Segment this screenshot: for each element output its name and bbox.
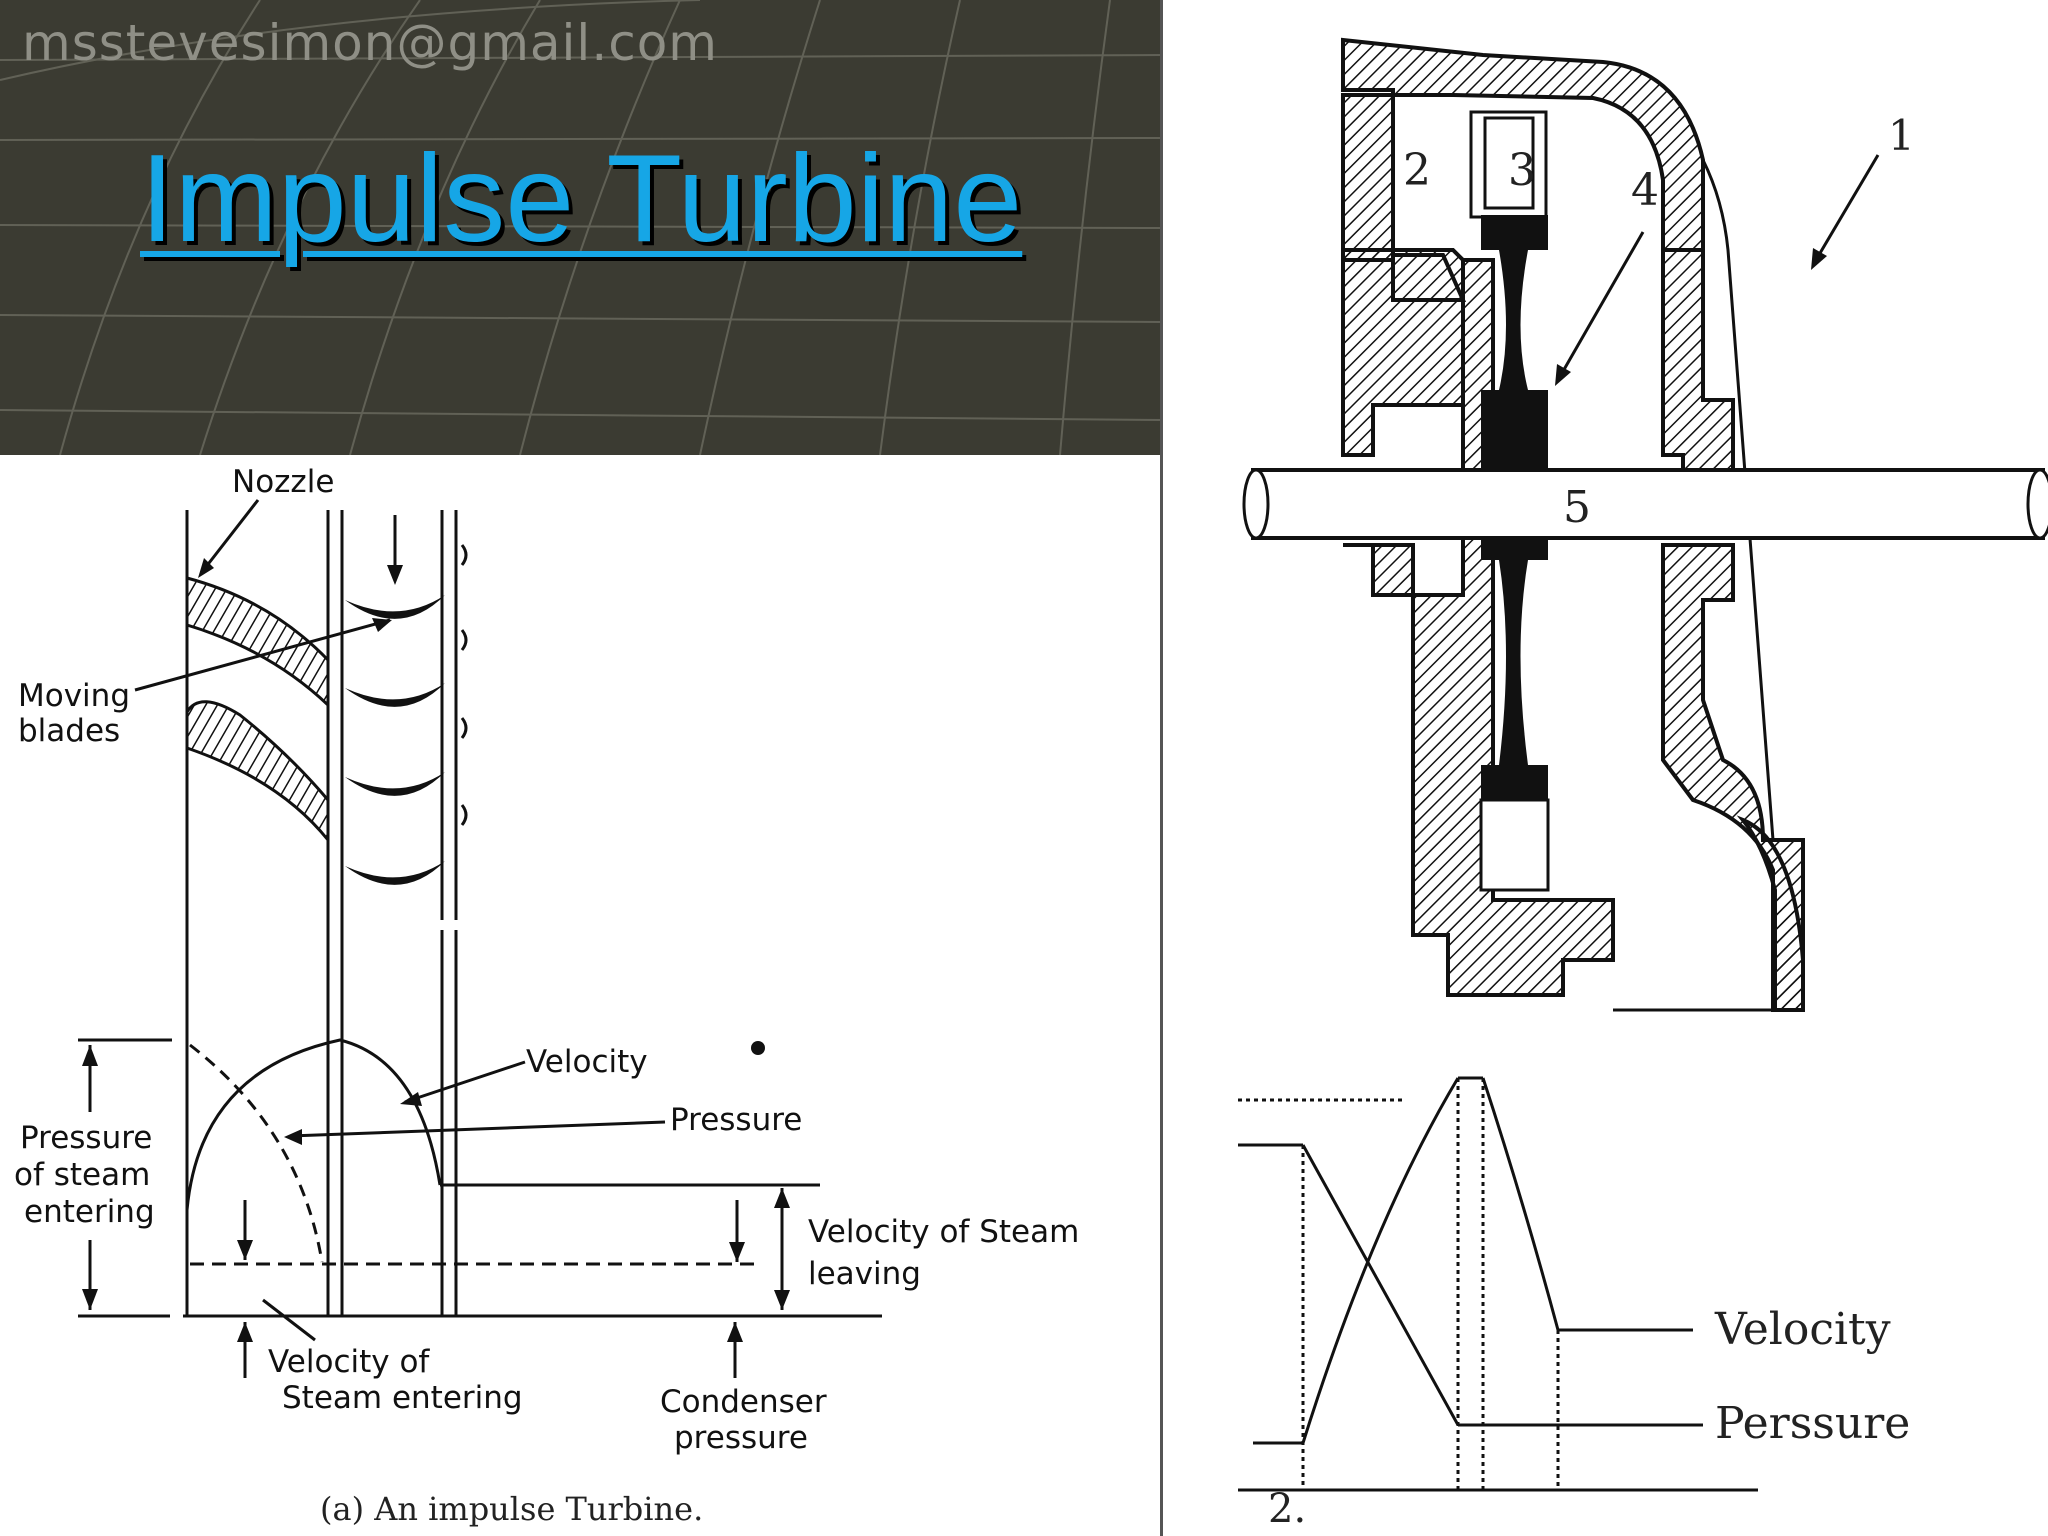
part-number-3: 3	[1508, 145, 1536, 196]
header-grid-background	[0, 0, 1163, 455]
label-velocity-entering-line2: Steam entering	[282, 1380, 523, 1416]
label-velocity-leaving-line1: Velocity of Steam	[808, 1214, 1079, 1250]
turbine-cross-section-diagram: 1 2 3 4 5 Velocity Perssure 2.	[1238, 37, 2048, 1532]
part-number-2: 2	[1403, 145, 1431, 196]
part-number-1: 1	[1888, 111, 1915, 160]
label-condenser-line1: Condenser	[660, 1384, 827, 1420]
label-pressure-entering-line1: Pressure	[20, 1120, 152, 1156]
label-nozzle: Nozzle	[232, 464, 334, 500]
author-email: msstevesimon@gmail.com	[22, 14, 718, 72]
part-number-4: 4	[1631, 165, 1659, 216]
vertical-divider	[1160, 0, 1163, 1536]
slide-header: msstevesimon@gmail.com Impulse Turbine	[0, 0, 1163, 455]
impulse-turbine-diagram: Nozzle Moving blades Velocity Pressure P…	[14, 464, 1079, 1528]
label-velocity-entering-line1: Velocity of	[268, 1344, 430, 1380]
part-number-5: 5	[1563, 482, 1591, 533]
slide-title: Impulse Turbine	[140, 130, 1023, 268]
graph-label-velocity: Velocity	[1714, 1304, 1891, 1355]
label-moving-blades-line1: Moving	[18, 678, 130, 714]
label-moving-blades-line2: blades	[18, 713, 120, 749]
label-velocity-leaving-line2: leaving	[808, 1256, 921, 1292]
label-pressure-entering-line3: entering	[24, 1194, 155, 1230]
label-pressure: Pressure	[670, 1102, 802, 1138]
graph-label-pressure: Perssure	[1715, 1398, 1910, 1449]
figure-number: 2.	[1268, 1486, 1306, 1532]
label-velocity: Velocity	[526, 1044, 648, 1080]
label-condenser-line2: pressure	[674, 1420, 808, 1456]
label-pressure-entering-line2: of steam	[14, 1157, 150, 1193]
figure-caption: (a) An impulse Turbine.	[320, 1490, 703, 1528]
